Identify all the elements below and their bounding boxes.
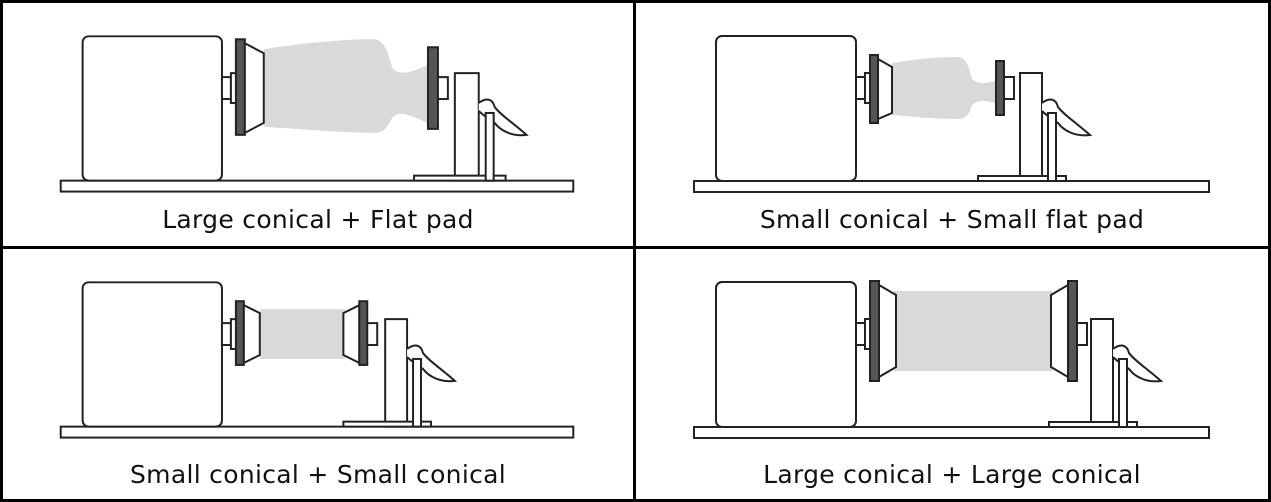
right-platen <box>1067 280 1078 382</box>
panel-caption: Small conical + Small conical <box>130 460 506 489</box>
base-plate <box>693 180 1210 193</box>
clamp-rod <box>484 111 495 182</box>
panel-caption: Large conical + Large conical <box>763 460 1141 489</box>
apparatus-drawing <box>59 35 575 193</box>
flat-pad-tool <box>426 46 439 130</box>
small-flat-pad-tool <box>995 60 1005 116</box>
column-foot <box>342 420 432 428</box>
large-conical-tool <box>243 41 265 135</box>
right-hub <box>366 322 379 347</box>
motor-housing <box>81 281 223 428</box>
support-column <box>384 318 409 428</box>
right-platen <box>358 300 369 366</box>
apparatus-drawing <box>693 280 1210 439</box>
specimen <box>894 291 1052 371</box>
specimen <box>259 309 346 359</box>
base-plate <box>59 425 575 439</box>
shaft-collar <box>220 76 232 101</box>
small-conical-tool-left <box>242 303 261 365</box>
base-plate <box>59 179 575 193</box>
small-conical-tool-right <box>342 303 361 365</box>
panel-caption: Large conical + Flat pad <box>162 205 474 234</box>
shaft-collar <box>855 322 866 346</box>
shaft-collar <box>855 76 866 100</box>
motor-housing <box>81 35 223 182</box>
panel-small-conical-small-conical: Small conical + Small conical <box>3 249 636 499</box>
column-foot <box>977 175 1067 182</box>
motor-housing <box>715 35 857 182</box>
small-conical-tool <box>877 57 893 121</box>
panel-large-conical-large-conical: Large conical + Large conical <box>636 249 1268 499</box>
motor-housing <box>715 281 857 428</box>
large-conical-tool-right <box>1050 283 1069 379</box>
clamp-rod <box>1047 112 1057 182</box>
left-platen <box>234 300 245 366</box>
right-hub <box>1076 322 1088 346</box>
column-foot <box>413 174 507 182</box>
right-hub <box>436 76 449 101</box>
clamp-rod <box>1118 358 1128 428</box>
shaft-collar <box>220 322 232 347</box>
apparatus-drawing <box>693 35 1210 193</box>
support-column <box>453 72 480 182</box>
apparatus-drawing <box>59 281 575 439</box>
support-column <box>1019 72 1043 182</box>
right-hub <box>1003 76 1015 100</box>
panel-caption: Small conical + Small flat pad <box>759 205 1145 234</box>
specimen <box>263 39 427 133</box>
support-column <box>1090 318 1114 428</box>
left-platen <box>869 280 880 382</box>
left-platen <box>869 54 879 124</box>
specimen <box>892 57 996 119</box>
panel-small-conical-small-flat-pad: Small conical + Small flat pad <box>636 3 1268 249</box>
column-foot <box>1048 421 1138 428</box>
large-conical-tool-left <box>878 283 897 379</box>
clamp-rod <box>412 357 423 428</box>
left-platen <box>234 38 246 136</box>
base-plate <box>693 426 1210 439</box>
panel-large-conical-flat-pad: Large conical + Flat pad <box>3 3 636 249</box>
